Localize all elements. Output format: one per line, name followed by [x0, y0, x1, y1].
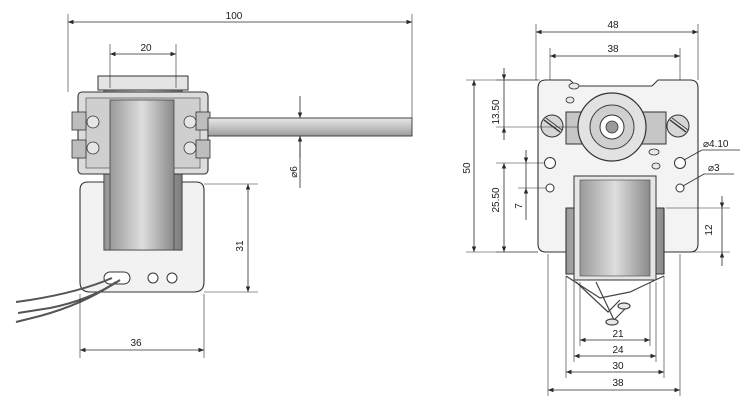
- dim-coil-height: 12: [704, 224, 715, 236]
- front-view: [537, 79, 699, 326]
- side-shaft: [207, 117, 413, 137]
- dim-hole-small: ⌀3: [708, 163, 720, 174]
- dim-height-total: 50: [462, 162, 473, 174]
- front-clips: [565, 82, 661, 170]
- side-screws: [71, 111, 211, 159]
- dim-bottom-38: 38: [612, 378, 624, 389]
- dim-overall-length: 100: [226, 11, 243, 22]
- dim-bottom-21: 21: [612, 329, 624, 340]
- front-screws: [540, 114, 690, 138]
- front-wire-bundle: [565, 275, 665, 326]
- dim-bottom-24: 24: [612, 345, 624, 356]
- side-frame-top: [97, 75, 189, 91]
- side-view: [15, 75, 413, 323]
- dim-bottom-30: 30: [612, 361, 624, 372]
- front-dimensions: 48 38 50 13.50 25.50 7 ⌀4.10: [462, 20, 740, 396]
- dim-hole-large: ⌀4.10: [703, 139, 729, 150]
- front-shaft-end: [605, 120, 619, 134]
- dim-mid-height: 25.50: [491, 187, 502, 212]
- dim-shaft-diameter: ⌀6: [289, 166, 300, 178]
- side-terminal-holes: [103, 271, 178, 285]
- side-wires: [15, 277, 121, 323]
- dim-lower-width: 36: [130, 338, 142, 349]
- dim-upper-height: 13.50: [491, 99, 502, 124]
- dim-inner-width: 38: [607, 44, 619, 55]
- dim-total-width: 48: [607, 20, 619, 31]
- dim-small-gap: 7: [514, 203, 525, 209]
- dim-bracket-width: 20: [140, 43, 152, 54]
- side-dimensions: 100 20 ⌀6 31 36: [67, 11, 413, 358]
- front-holes: [544, 157, 686, 193]
- dim-lower-height: 31: [235, 240, 246, 252]
